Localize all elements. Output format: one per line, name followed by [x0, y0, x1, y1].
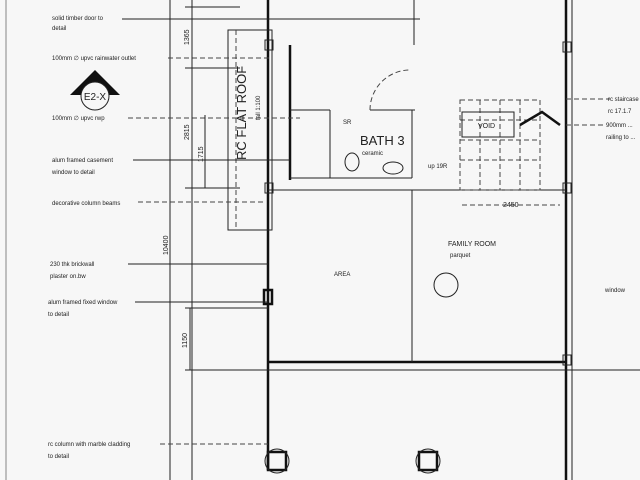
label-sr: SR	[343, 120, 352, 126]
room-sub-flat-roof: fall 1:100	[256, 95, 262, 120]
column	[562, 182, 572, 194]
room-sub-bath: ceramic	[362, 151, 383, 157]
note-column-beams: decorative column beams	[52, 201, 120, 207]
dim-2450: 2450	[503, 202, 519, 209]
column	[562, 41, 572, 53]
note-rc-column: rc column with marble cladding	[48, 442, 130, 448]
room-label-bath: BATH 3	[360, 133, 405, 148]
section-bubble	[433, 272, 459, 298]
note-door-2: detail	[52, 26, 66, 32]
door-swing	[369, 69, 411, 111]
note-brickwall-2: plaster on.bw	[50, 274, 86, 280]
note-staircase: rc staircase	[608, 97, 639, 103]
note-staircase-2: rc 17.1.7	[608, 109, 632, 115]
dim-1150: 1150	[182, 333, 189, 348]
rc-column-cladding	[264, 448, 290, 474]
room-label-flat-roof: RC FLAT ROOF	[234, 66, 249, 160]
dim-2815: 2815	[184, 124, 191, 140]
rc-column	[417, 450, 439, 472]
rc-column	[266, 450, 288, 472]
note-door: solid timber door to	[52, 16, 104, 22]
rc-column-cladding	[415, 448, 441, 474]
dimension-lines	[185, 6, 560, 371]
staircase	[459, 99, 561, 191]
column	[264, 39, 274, 51]
dim-1365: 1365	[184, 29, 191, 45]
room-label-family: FAMILY ROOM	[448, 241, 496, 248]
note-rainwater-outlet: 100mm ∅ upvc rainwater outlet	[52, 55, 136, 62]
room-label-area: AREA	[334, 272, 350, 278]
flat-roof-outline	[227, 29, 273, 231]
note-railing: 900mm ...	[606, 123, 633, 129]
note-rc-column-2: to detail	[48, 454, 69, 460]
leader-lines	[122, 18, 610, 445]
note-railing-2: railing to ...	[606, 135, 636, 141]
note-window-right: window	[604, 288, 626, 294]
room-label-void: VOID	[478, 123, 495, 130]
stair-up-label: up 19R	[428, 164, 448, 170]
section-marker-label: E2-X	[84, 92, 107, 103]
toilet	[344, 152, 360, 172]
note-rwp: 100mm ∅ upvc rwp	[52, 115, 105, 122]
section-marker: E2-X	[70, 70, 120, 111]
column	[262, 288, 274, 306]
note-casement-2: window to detail	[51, 170, 95, 176]
note-fixed-window: alum framed fixed window	[48, 300, 118, 306]
note-fixed-window-2: to detail	[48, 312, 69, 318]
column	[562, 354, 572, 366]
note-brickwall: 230 thk brickwall	[50, 262, 94, 268]
dim-10400: 10400	[163, 235, 170, 255]
dim-1715: 1715	[198, 146, 205, 162]
column	[264, 182, 274, 194]
basin	[382, 161, 404, 175]
note-casement: alum framed casement	[52, 158, 113, 164]
room-sub-family: parquet	[450, 253, 471, 259]
